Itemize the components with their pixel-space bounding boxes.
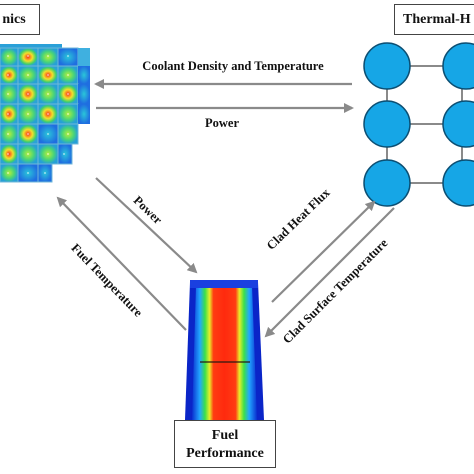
label-clad-heat-flux: Clad Heat Flux	[264, 185, 333, 253]
thermal-hydraulics-pin-lattice	[363, 42, 474, 207]
label-power-top: Power	[205, 116, 239, 130]
pin-circle	[363, 100, 411, 148]
fuel-rod-temperature-field	[185, 280, 264, 420]
arrow-power-left	[95, 177, 198, 274]
thermal-hydraulics-label: Thermal-H	[403, 12, 471, 27]
fuel-performance-line1: Fuel	[211, 428, 239, 443]
pin-circle	[363, 42, 411, 90]
neutronics-power-map	[0, 44, 90, 183]
label-coolant: Coolant Density and Temperature	[142, 59, 324, 73]
neutronics-label: nics	[2, 12, 26, 27]
arrow-fuel-temperature	[56, 196, 187, 331]
fuel-performance-label-box: Fuel Performance	[174, 420, 276, 468]
label-power-left: Power	[131, 193, 166, 227]
thermal-hydraulics-label-box: Thermal-H	[394, 4, 474, 35]
pin-circle	[442, 159, 474, 207]
neutronics-label-box: nics	[0, 4, 40, 35]
pin-circle	[442, 42, 474, 90]
arrow-clad-heat-flux	[271, 200, 376, 303]
fuel-performance-line2: Performance	[186, 446, 264, 461]
pin-circle	[442, 100, 474, 148]
pin-circle	[363, 159, 411, 207]
label-fuel-temperature: Fuel Temperature	[69, 241, 146, 320]
arrow-clad-surface-temperature	[264, 207, 395, 338]
label-clad-surface-temperature: Clad Surface Temperature	[280, 236, 391, 347]
